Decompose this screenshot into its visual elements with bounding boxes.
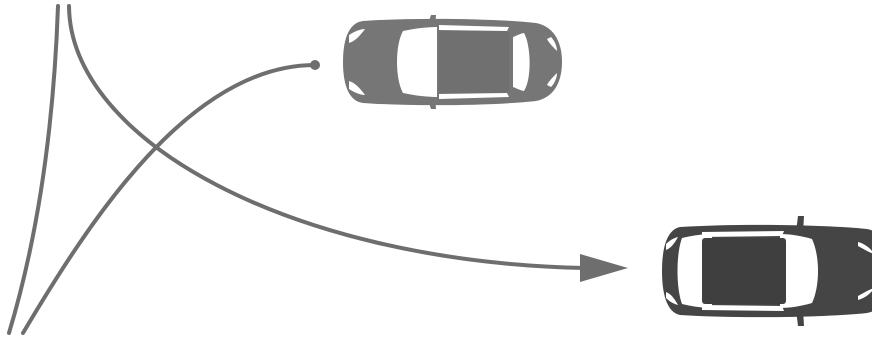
trajectory-to-grey-car (7, 4, 60, 335)
path-end-dot (310, 60, 320, 70)
car-grey-icon (343, 15, 562, 109)
car-dark-icon (662, 216, 872, 326)
trajectory-to-dark-car (67, 4, 587, 270)
direction-arrowhead (580, 254, 628, 282)
trajectory-to-grey-car-branch (21, 63, 317, 335)
